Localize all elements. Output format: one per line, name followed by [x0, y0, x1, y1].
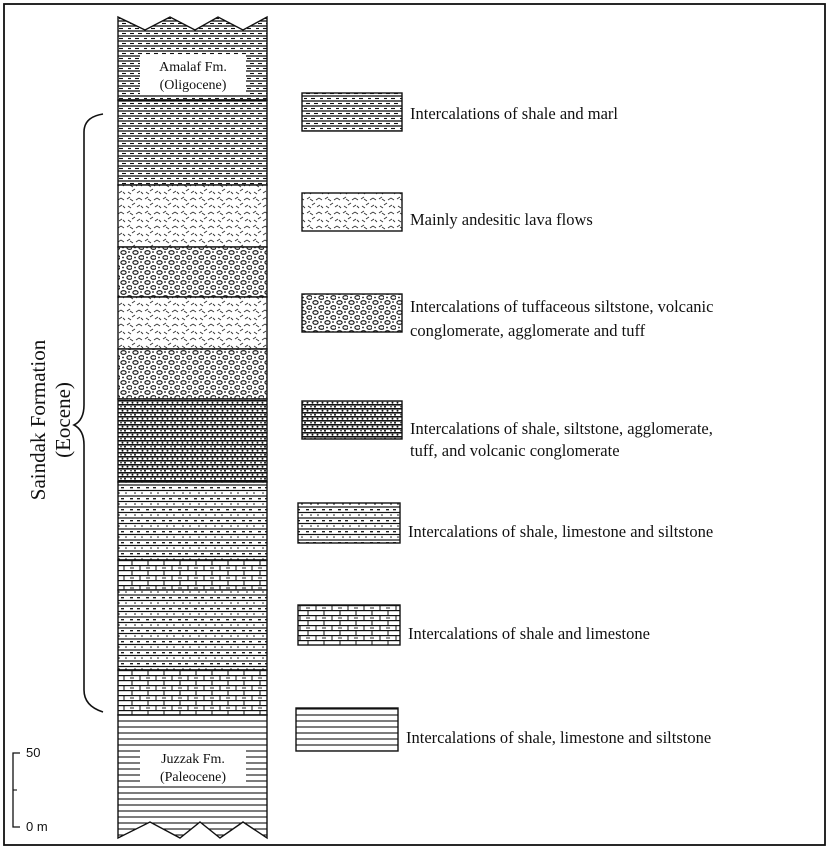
legend-swatch-shale-limestone-siltstone-a: [297, 502, 401, 544]
legend-item-tuff-conglomerate: Intercalations of tuffaceous siltstone, …: [301, 293, 713, 340]
juzzak-formation-age: (Paleocene): [160, 770, 226, 785]
legend-swatch-andesitic-lava: [301, 192, 403, 232]
column-unit-tuff-2: [117, 348, 268, 400]
column-unit-lava-1: [117, 184, 268, 248]
figure-frame: [3, 3, 826, 846]
legend-item-shale-siltstone-agglomerate: Intercalations of shale, siltstone, aggl…: [301, 400, 713, 460]
legend-label-tuff-conglomerate-1: Intercalations of tuffaceous siltstone, …: [410, 297, 713, 316]
legend-label-andesitic-lava: Mainly andesitic lava flows: [410, 210, 593, 229]
legend-item-shale-limestone: Intercalations of shale and limestone: [297, 604, 650, 646]
column-unit-tuff-1: [117, 246, 268, 298]
saindak-formation-label: Saindak Formation (Eocene): [26, 339, 75, 500]
legend-label-tuff-conglomerate-2: conglomerate, agglomerate and tuff: [410, 321, 646, 340]
legend-swatch-shale-marl: [301, 92, 403, 132]
juzzak-label-bg: [140, 748, 246, 786]
saindak-formation-age: (Eocene): [51, 382, 75, 458]
scale-top-label: 50: [26, 745, 40, 760]
saindak-bracket: [72, 113, 104, 713]
legend-swatch-tuff-conglomerate: [301, 293, 403, 333]
scale-bar: 50 0 m: [12, 745, 48, 834]
juzzak-formation-name: Juzzak Fm.: [161, 752, 225, 767]
column-unit-brick-1: [117, 559, 268, 591]
column-unit-lava-2: [117, 296, 268, 350]
legend-item-shale-limestone-siltstone-b: Intercalations of shale, limestone and s…: [295, 707, 711, 752]
saindak-formation-name: Saindak Formation: [26, 339, 50, 500]
amalaf-formation-name: Amalaf Fm.: [159, 60, 227, 75]
amalaf-label-bg: [140, 55, 246, 95]
stratigraphic-column: Amalaf Fm. (Oligocene) Juzzak Fm. (Paleo…: [117, 15, 268, 840]
legend-label-shale-limestone-siltstone-a: Intercalations of shale, limestone and s…: [408, 522, 713, 541]
legend-swatch-shale-siltstone-agglomerate: [301, 400, 403, 440]
legend-swatch-shale-limestone-siltstone-b: [295, 707, 399, 752]
legend-item-shale-marl: Intercalations of shale and marl: [301, 92, 618, 132]
amalaf-formation-age: (Oligocene): [160, 78, 227, 93]
legend-label-shale-limestone-siltstone-b: Intercalations of shale, limestone and s…: [406, 728, 711, 747]
legend-label-shale-siltstone-agglomerate-2: tuff, and volcanic conglomerate: [410, 441, 620, 460]
column-unit-dense: [117, 398, 268, 483]
legend-label-shale-marl: Intercalations of shale and marl: [410, 104, 618, 123]
column-unit-sls-1: [117, 481, 268, 561]
column-unit-brick-2: [117, 669, 268, 716]
legend-label-shale-siltstone-agglomerate-1: Intercalations of shale, siltstone, aggl…: [410, 419, 713, 438]
legend-label-shale-limestone: Intercalations of shale and limestone: [408, 624, 650, 643]
legend: Intercalations of shale and marl Mainly …: [295, 92, 713, 752]
legend-item-andesitic-lava: Mainly andesitic lava flows: [301, 192, 593, 232]
legend-swatch-shale-limestone: [297, 604, 401, 646]
scale-bottom-label: 0 m: [26, 819, 48, 834]
column-unit-shale-marl: [117, 99, 268, 186]
legend-item-shale-limestone-siltstone-a: Intercalations of shale, limestone and s…: [297, 502, 713, 544]
column-unit-sls-2: [117, 589, 268, 671]
